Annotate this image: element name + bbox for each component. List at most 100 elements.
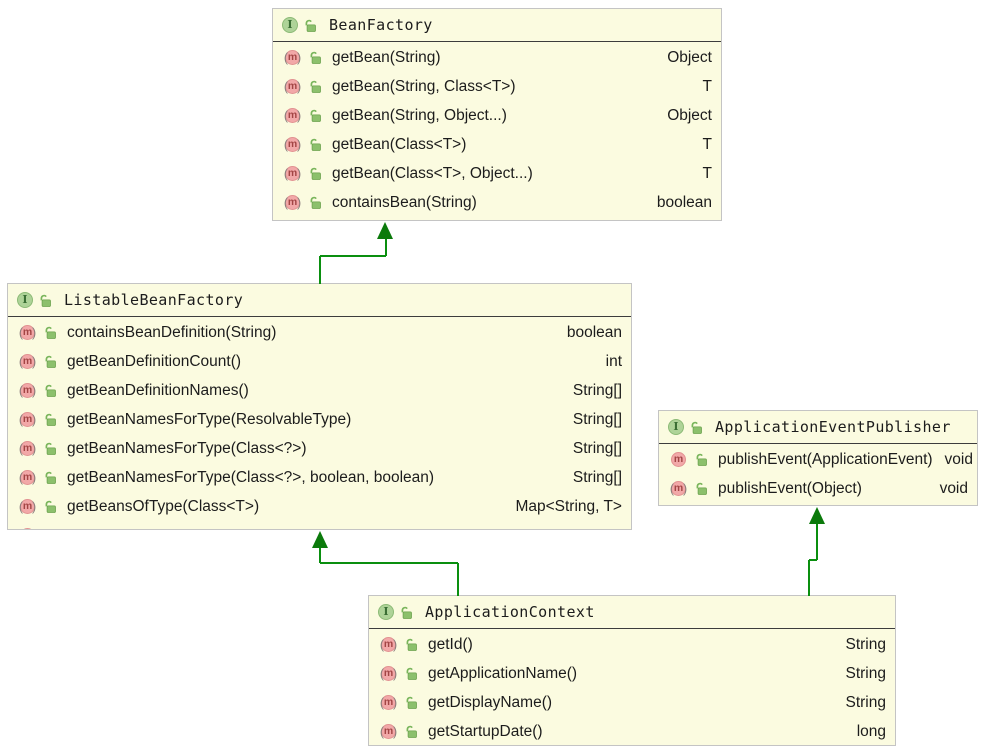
return-type: int [605, 352, 622, 370]
public-lock-icon [44, 326, 57, 339]
method-row[interactable]: ( m ) getBeanNamesForType(Class<?>) Stri… [8, 434, 631, 463]
method-name: getBeanNamesForType(ResolvableType) [67, 410, 352, 428]
class-node-listablebeanfactory[interactable]: I ListableBeanFactory ( m ) containsBean… [7, 283, 632, 530]
method-row[interactable]: ( m ) getBean(String, Class<T>) T [273, 72, 721, 101]
method-icon: ( m ) [668, 452, 689, 467]
abstract-paren-left: ( [379, 666, 384, 681]
method-name: getBean(Class<T>, Object...) [332, 164, 533, 182]
method-row[interactable]: ( m ) containsBean(String) boolean [273, 188, 721, 217]
inheritance-edge-segment [457, 563, 459, 596]
return-type: Map<String, T> [515, 497, 622, 515]
method-row[interactable]: ( m ) getApplicationName() String [369, 659, 895, 688]
inheritance-edge-segment [385, 239, 387, 256]
abstract-paren-right: ) [683, 481, 688, 496]
method-list: ( m ) publishEvent(ApplicationEvent) voi… [659, 444, 977, 503]
method-row[interactable]: ( m ) getBean(Class<T>) T [273, 130, 721, 159]
method-icon: ( m ) [282, 137, 303, 152]
method-row[interactable]: ( m ) getBeanDefinitionCount() int [8, 347, 631, 376]
method-circle-icon: m [285, 166, 300, 181]
method-icon: ( m ) [17, 499, 38, 514]
return-type: T [702, 77, 712, 95]
method-row[interactable]: ( m ) getBeanNamesForType(Class<?>, bool… [8, 463, 631, 492]
method-row[interactable]: ( m ) getId() String [369, 630, 895, 659]
method-name: getBean(String) [332, 48, 441, 66]
abstract-paren-left: ( [283, 166, 288, 181]
inheritance-edge-segment [319, 548, 321, 563]
abstract-paren-left: ( [283, 79, 288, 94]
public-lock-icon [405, 638, 418, 651]
method-row[interactable]: ( m ) publishEvent(ApplicationEvent) voi… [659, 445, 977, 474]
method-row[interactable]: ( m ) getBean(Class<T>, Object...) T [273, 159, 721, 188]
method-row[interactable]: ( m ) getBeanNamesForType(ResolvableType… [8, 405, 631, 434]
method-row[interactable]: ( m ) containsBeanDefinition(String) boo… [8, 318, 631, 347]
abstract-paren-left: ( [18, 470, 23, 485]
method-name: getStartupDate() [428, 722, 543, 740]
public-lock-icon [309, 80, 322, 93]
public-lock-icon [44, 384, 57, 397]
method-row[interactable]: ( m ) publishEvent(Object) void [659, 474, 977, 503]
class-header[interactable]: I ListableBeanFactory [8, 284, 631, 317]
inheritance-edge-segment [816, 524, 818, 560]
abstract-paren-left: ( [18, 354, 23, 369]
class-node-applicationcontext[interactable]: I ApplicationContext ( m ) getId() Strin… [368, 595, 896, 746]
public-lock-icon [44, 471, 57, 484]
public-lock-icon [309, 167, 322, 180]
inheritance-arrowhead [312, 531, 328, 548]
method-name: getBeanDefinitionNames() [67, 381, 249, 399]
method-name: getBean(Class<T>) [332, 135, 467, 153]
abstract-paren-left: ( [18, 441, 23, 456]
return-type: void [944, 450, 973, 468]
class-node-beanfactory[interactable]: I BeanFactory ( m ) getBean(String) Obje… [272, 8, 722, 221]
method-circle-icon: m [20, 325, 35, 340]
class-header[interactable]: I ApplicationEventPublisher [659, 411, 977, 444]
class-node-applicationeventpublisher[interactable]: I ApplicationEventPublisher ( m ) publis… [658, 410, 978, 506]
method-name: getDisplayName() [428, 693, 553, 711]
abstract-paren-right: ) [297, 50, 302, 65]
method-name: publishEvent(ApplicationEvent) [718, 450, 933, 468]
class-header[interactable]: I ApplicationContext [369, 596, 895, 629]
method-row[interactable]: ( m ) getStartupDate() long [369, 717, 895, 745]
return-type: long [856, 722, 886, 740]
method-circle-icon: m [20, 383, 35, 398]
method-icon: ( m ) [282, 195, 303, 210]
class-title: ApplicationEventPublisher [715, 418, 951, 436]
abstract-paren-left: ( [18, 412, 23, 427]
method-circle-icon: m [20, 499, 35, 514]
method-icon: ( m ) [282, 108, 303, 123]
interface-icon: I [282, 17, 298, 33]
public-lock-icon [309, 138, 322, 151]
return-type: String[] [572, 381, 622, 399]
return-type: String[] [572, 439, 622, 457]
method-circle-icon: m [671, 452, 686, 467]
public-lock-icon [400, 606, 413, 619]
interface-icon: I [17, 292, 33, 308]
interface-icon: I [378, 604, 394, 620]
method-icon: ( m ) [378, 695, 399, 710]
return-type: String[] [572, 468, 622, 486]
method-row[interactable]: ( m ) getBean(String) Object [273, 43, 721, 72]
method-circle-icon: m [285, 137, 300, 152]
abstract-paren-left: ( [18, 325, 23, 340]
method-row[interactable]: ( m ) [8, 521, 631, 529]
public-lock-icon [309, 51, 322, 64]
method-row[interactable]: ( m ) getDisplayName() String [369, 688, 895, 717]
return-type: boolean [656, 193, 712, 211]
method-icon: ( m ) [378, 637, 399, 652]
return-type: Object [667, 48, 712, 66]
class-header[interactable]: I BeanFactory [273, 9, 721, 42]
method-row[interactable]: ( m ) getBean(String, Object...) Object [273, 101, 721, 130]
method-circle-icon: m [285, 79, 300, 94]
public-lock-icon [44, 355, 57, 368]
inheritance-edge-segment [319, 256, 321, 284]
abstract-paren-right: ) [297, 79, 302, 94]
method-circle-icon: m [671, 481, 686, 496]
method-circle-icon: m [20, 470, 35, 485]
method-row[interactable]: ( m ) getBeanDefinitionNames() String[] [8, 376, 631, 405]
method-name: getBean(String, Class<T>) [332, 77, 516, 95]
abstract-paren-right: ) [32, 499, 37, 514]
return-type: Object [667, 106, 712, 124]
method-icon: ( m ) [17, 470, 38, 485]
method-name: getBeanNamesForType(Class<?>, boolean, b… [67, 468, 435, 486]
method-row[interactable]: ( m ) getBeansOfType(Class<T>) Map<Strin… [8, 492, 631, 521]
public-lock-icon [695, 482, 708, 495]
